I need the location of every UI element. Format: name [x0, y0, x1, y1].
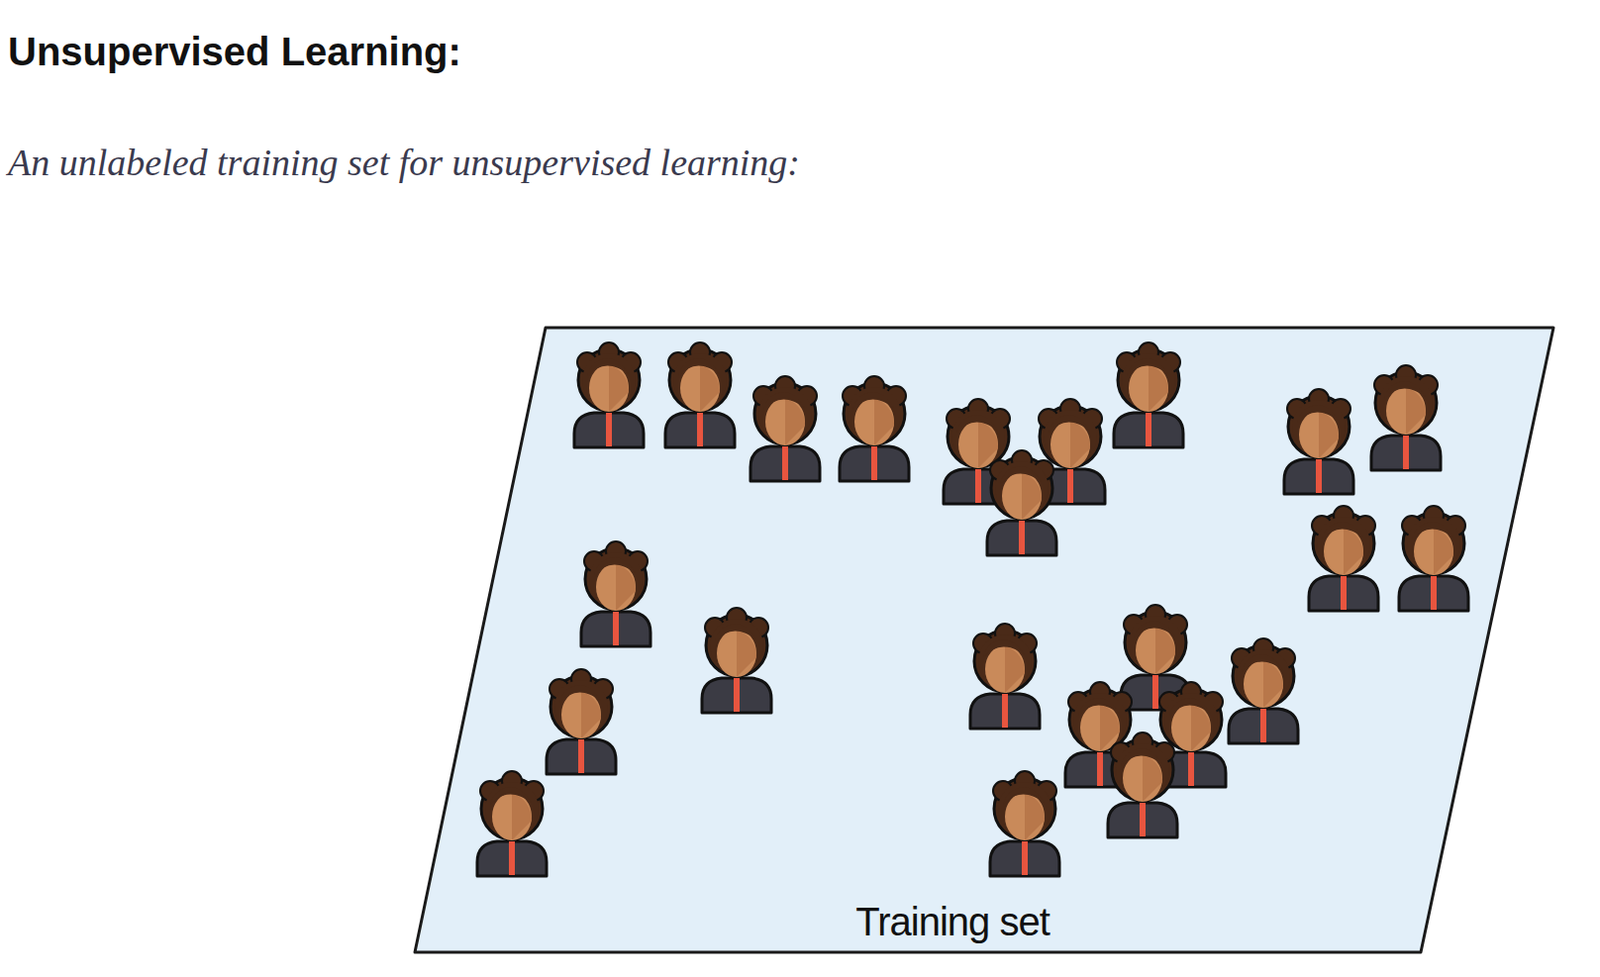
person-icon [477, 771, 547, 877]
person-icon [546, 669, 616, 775]
person-icon [990, 771, 1060, 877]
node-label: Training set [855, 900, 1050, 945]
heading: Unsupervised Learning: [7, 29, 462, 75]
person-icon [665, 342, 735, 448]
person-icon [750, 376, 820, 482]
person-icon [1308, 505, 1379, 611]
person-icon [1371, 365, 1441, 471]
person-icon [701, 607, 772, 713]
person-icon [970, 623, 1040, 729]
person-icon [839, 376, 909, 482]
parallelogram-shape [414, 327, 1554, 953]
person-icon [987, 450, 1057, 556]
person-icon [1113, 342, 1184, 448]
person-icon [1284, 389, 1354, 495]
person-icon [574, 342, 644, 448]
person-icon [1228, 638, 1299, 744]
subtitle: An unlabeled training set for unsupervis… [7, 140, 800, 185]
person-icon [1399, 505, 1469, 611]
person-icon [1107, 732, 1178, 838]
person-icon [581, 541, 651, 647]
